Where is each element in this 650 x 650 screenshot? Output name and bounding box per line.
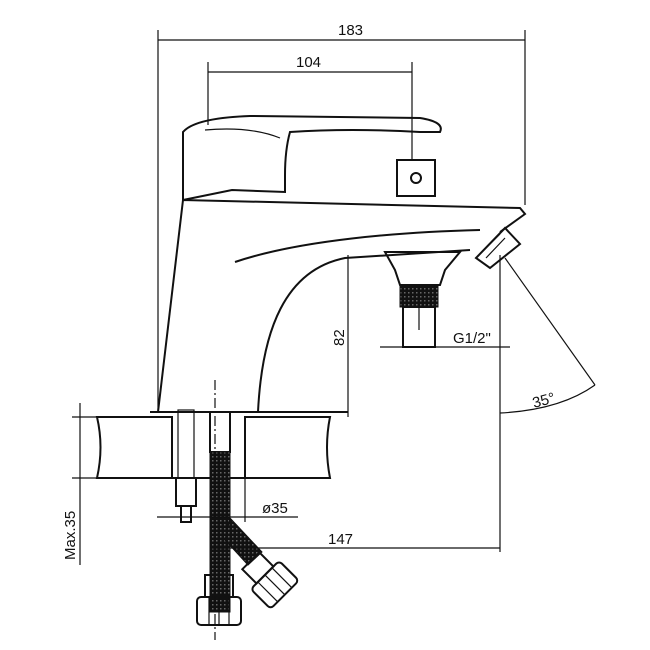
aerator [474, 226, 522, 270]
dim-label-147: 147 [328, 531, 353, 548]
dim-label-angle: 35° [531, 390, 557, 412]
dim-label-104: 104 [296, 54, 321, 71]
dim-label-hole-diameter: ø35 [262, 500, 288, 517]
lever-stub [396, 159, 436, 197]
faucet-body [150, 114, 527, 413]
dimension-lines [72, 30, 596, 565]
dim-label-82: 82 [331, 329, 348, 346]
dim-label-thread: G1/2" [453, 330, 491, 347]
countertop-section [95, 416, 332, 479]
dim-label-max-thickness: Max.35 [62, 511, 79, 560]
mounting-hardware [175, 380, 299, 640]
dim-label-183: 183 [338, 22, 363, 39]
